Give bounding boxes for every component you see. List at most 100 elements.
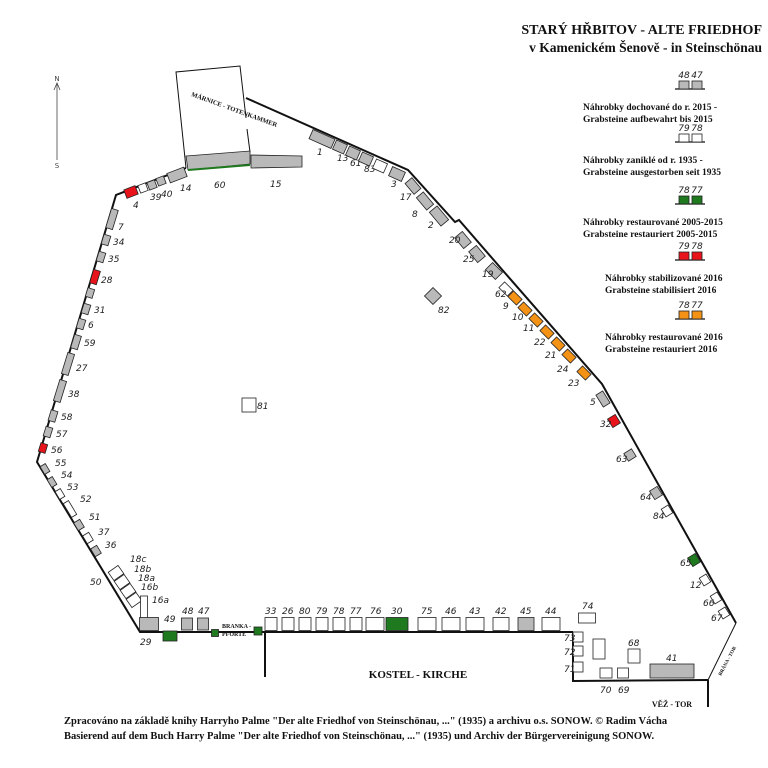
- grave-29[interactable]: [139, 617, 159, 631]
- grave-9[interactable]: [507, 290, 523, 306]
- grave-38[interactable]: [52, 378, 68, 404]
- grave-68[interactable]: [627, 648, 641, 664]
- grave-63[interactable]: [623, 448, 637, 462]
- grave-24[interactable]: [561, 348, 577, 364]
- grave-15[interactable]: [250, 154, 303, 169]
- grave-39[interactable]: [146, 179, 158, 191]
- grave-22[interactable]: [539, 324, 555, 340]
- grave-60[interactable]: [185, 150, 251, 171]
- grave-32[interactable]: [606, 413, 622, 429]
- grave-70[interactable]: [599, 667, 613, 679]
- grave-79[interactable]: [315, 617, 329, 631]
- grave-72[interactable]: [572, 645, 584, 657]
- grave-43[interactable]: [465, 617, 485, 631]
- grave-67[interactable]: [717, 606, 731, 620]
- grave-49[interactable]: [162, 630, 178, 642]
- grave-58[interactable]: [47, 409, 59, 423]
- grave-36[interactable]: [90, 544, 102, 558]
- legend-sample-label: 77: [691, 301, 703, 311]
- grave-7[interactable]: [105, 207, 119, 231]
- grave-78[interactable]: [332, 617, 346, 631]
- grave-66[interactable]: [709, 591, 723, 605]
- grave-30[interactable]: [385, 617, 409, 631]
- grave-13[interactable]: [331, 139, 349, 155]
- grave-label: 67: [711, 614, 723, 624]
- grave-59[interactable]: [70, 333, 82, 351]
- grave-unlabeled[interactable]: [371, 158, 389, 174]
- grave-57[interactable]: [42, 425, 54, 439]
- grave-16a[interactable]: [140, 595, 148, 619]
- grave-18c[interactable]: [107, 564, 125, 582]
- grave-35[interactable]: [95, 250, 107, 264]
- grave-74[interactable]: [578, 612, 596, 624]
- grave-53[interactable]: [54, 488, 66, 500]
- grave-82[interactable]: [423, 286, 443, 306]
- grave-label: 18c: [130, 555, 146, 565]
- grave-47[interactable]: [197, 617, 209, 631]
- grave-27[interactable]: [60, 351, 76, 377]
- grave-46[interactable]: [441, 617, 461, 631]
- grave-1[interactable]: [308, 129, 336, 149]
- grave-52[interactable]: [62, 500, 78, 518]
- grave-25[interactable]: [468, 244, 486, 264]
- grave-62[interactable]: [498, 281, 514, 297]
- grave-37[interactable]: [82, 531, 94, 545]
- grave-28[interactable]: [89, 268, 101, 286]
- grave-label: 13: [337, 154, 349, 164]
- grave-unlabeled[interactable]: [253, 626, 263, 636]
- grave-8[interactable]: [415, 191, 435, 211]
- grave-26[interactable]: [281, 617, 295, 631]
- grave-2[interactable]: [428, 205, 450, 227]
- grave-45[interactable]: [517, 617, 535, 631]
- grave-14[interactable]: [166, 166, 188, 184]
- grave-80[interactable]: [298, 617, 312, 631]
- grave-81[interactable]: [241, 397, 257, 413]
- grave-21[interactable]: [550, 336, 566, 352]
- grave-71[interactable]: [572, 661, 584, 673]
- grave-73[interactable]: [572, 631, 584, 643]
- grave-55[interactable]: [39, 463, 51, 475]
- map-title: STARÝ HŘBITOV - ALTE FRIEDHOF: [521, 21, 762, 38]
- grave-3[interactable]: [388, 166, 406, 182]
- grave-unlabeled[interactable]: [211, 629, 219, 637]
- grave-31[interactable]: [80, 302, 92, 316]
- grave-18b[interactable]: [113, 573, 131, 591]
- grave-6[interactable]: [75, 317, 87, 331]
- grave-42[interactable]: [492, 617, 510, 631]
- grave-34[interactable]: [100, 233, 112, 247]
- grave-75[interactable]: [417, 617, 437, 631]
- grave-23[interactable]: [576, 365, 592, 381]
- grave-11[interactable]: [528, 312, 544, 328]
- grave-label: 66: [703, 599, 715, 609]
- grave-83[interactable]: [357, 151, 375, 167]
- grave-40[interactable]: [155, 175, 167, 187]
- grave-5[interactable]: [595, 390, 611, 408]
- grave-41[interactable]: [649, 663, 695, 679]
- grave-69[interactable]: [617, 667, 629, 679]
- grave-19[interactable]: [484, 261, 504, 281]
- grave-unlabeled[interactable]: [592, 638, 606, 660]
- grave-label: 62: [495, 290, 507, 300]
- grave-51[interactable]: [73, 518, 85, 532]
- grave-76[interactable]: [365, 617, 385, 631]
- grave-44[interactable]: [541, 617, 561, 631]
- grave-10[interactable]: [517, 301, 533, 317]
- grave-16b[interactable]: [125, 591, 143, 609]
- grave-77[interactable]: [349, 617, 363, 631]
- grave-65[interactable]: [686, 552, 702, 568]
- grave-61[interactable]: [344, 145, 362, 161]
- grave-17[interactable]: [404, 177, 422, 195]
- grave-56[interactable]: [37, 442, 49, 454]
- mortuary-outline: [175, 65, 251, 169]
- grave-12[interactable]: [698, 573, 712, 587]
- grave-18a[interactable]: [119, 582, 137, 600]
- grave-48[interactable]: [181, 617, 193, 631]
- grave-unlabeled[interactable]: [137, 182, 149, 194]
- grave-33[interactable]: [264, 617, 278, 631]
- grave-unlabeled[interactable]: [84, 287, 96, 299]
- grave-20[interactable]: [454, 230, 472, 250]
- grave-64[interactable]: [648, 485, 664, 501]
- grave-54[interactable]: [46, 476, 58, 488]
- grave-4[interactable]: [123, 185, 139, 199]
- grave-84[interactable]: [660, 504, 674, 518]
